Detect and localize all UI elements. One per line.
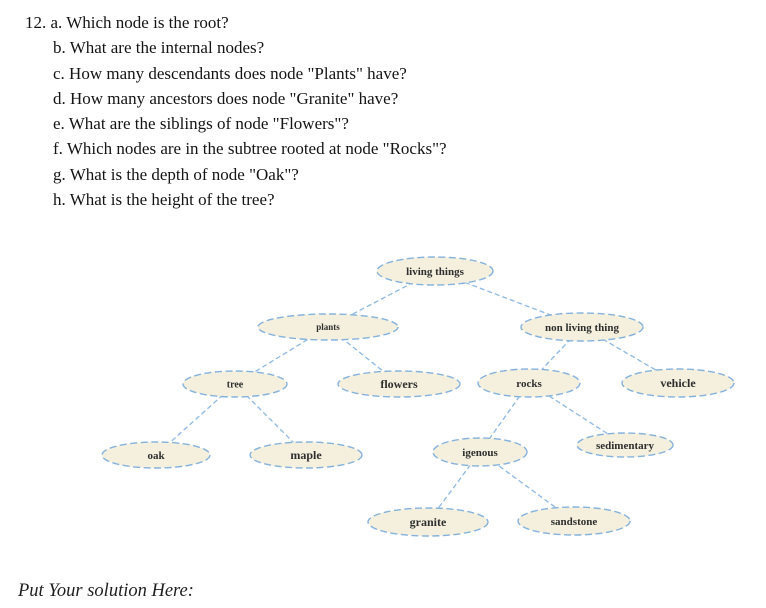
tree-node-granite: granite [367,507,489,537]
tree-node-label: tree [227,380,244,391]
question-line-a: 12. a. Which node is the root? [25,13,229,32]
tree-node-label: sandstone [551,516,598,528]
tree-node-label: rocks [516,378,542,390]
tree-node-ellipse [182,370,288,398]
tree-node-ellipse [517,506,631,536]
solution-prompt: Put Your solution Here: [18,581,194,601]
tree-node-sandstone: sandstone [517,506,631,536]
question-line-c: c. How many descendants does node "Plant… [53,63,407,83]
question-line-h: h. What is the height of the tree? [53,190,275,210]
tree-edge-rocks-igenous [479,382,530,453]
question-line-f: f. Which nodes are in the subtree rooted… [53,139,447,159]
tree-node-label: plants [316,322,340,332]
tree-node-label: oak [147,450,165,462]
question-line-b: b. What are the internal nodes? [53,38,265,58]
tree-node-label: non living thing [545,322,619,334]
tree-node-sedimentary: sedimentary [576,432,674,458]
tree-node-ellipse [257,313,399,341]
tree-node-ellipse [621,368,735,398]
tree-node-rocks: rocks [477,368,581,398]
tree-node-label: sedimentary [596,440,655,452]
tree-node-non-living-thing: non living thing [520,312,644,342]
tree-node-plants: plants [257,313,399,341]
tree-node-ellipse [249,441,363,469]
tree-node-igenous: igenous [432,437,528,467]
question-block: 12. a. Which node is the root? b. What a… [25,10,447,212]
tree-node-ellipse [432,437,528,467]
tree-node-ellipse [367,507,489,537]
tree-node-label: vehicle [660,376,696,390]
tree-node-ellipse [101,441,211,469]
tree-node-ellipse [477,368,581,398]
tree-node-label: living things [406,266,464,278]
tree-node-flowers: flowers [337,370,461,398]
question-line-e: e. What are the siblings of node "Flower… [53,114,349,134]
tree-node-label: maple [290,448,322,462]
tree-node-tree: tree [182,370,288,398]
tree-node-label: granite [410,515,447,529]
tree-node-oak: oak [101,441,211,469]
tree-node-ellipse [576,432,674,458]
tree-node-vehicle: vehicle [621,368,735,398]
tree-node-label: flowers [380,377,418,391]
tree-node-ellipse [337,370,461,398]
question-line-d: d. How many ancestors does node "Granite… [53,88,399,108]
tree-node-ellipse [376,256,494,286]
tree-node-maple: maple [249,441,363,469]
tree-node-living-things: living things [376,256,494,286]
tree-node-ellipse [520,312,644,342]
question-line-g: g. What is the depth of node "Oak"? [53,164,299,184]
tree-node-label: igenous [462,447,498,459]
